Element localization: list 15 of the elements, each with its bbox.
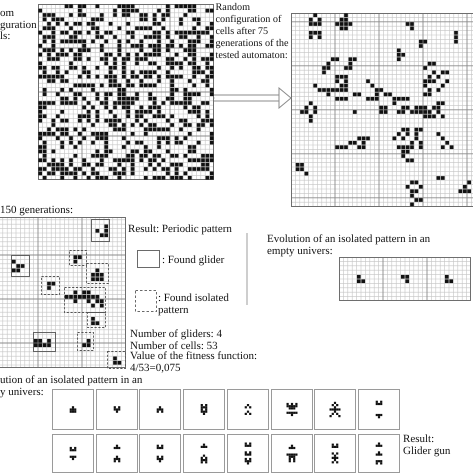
stat-text: Value of the fitness function: 4/53=0,075 <box>130 350 258 374</box>
arrow <box>214 88 292 108</box>
result-text: Result: Periodic pattern <box>128 223 233 235</box>
result-text: Result: Glider gun <box>403 433 452 457</box>
legend-text: : Found isolated pattern <box>158 292 230 316</box>
node-label: om guration ls: <box>0 8 37 42</box>
stat-text: Number of gliders: 4 <box>130 328 223 340</box>
stat-text: Number of cells: 53 <box>130 340 218 352</box>
heading-text: 150 generations: <box>0 204 74 216</box>
heading-text: Evolution of an isolated pattern in an empty univers: <box>267 233 432 257</box>
legend-text: : Found glider <box>162 254 226 266</box>
cell-grid <box>38 4 214 180</box>
heading-text: ution of an isolated pattern in an y univers: <box>0 374 144 398</box>
node-label: Random configuration of cells after 75 generations of the tested automaton: <box>216 2 290 62</box>
cell-grid <box>291 13 473 207</box>
